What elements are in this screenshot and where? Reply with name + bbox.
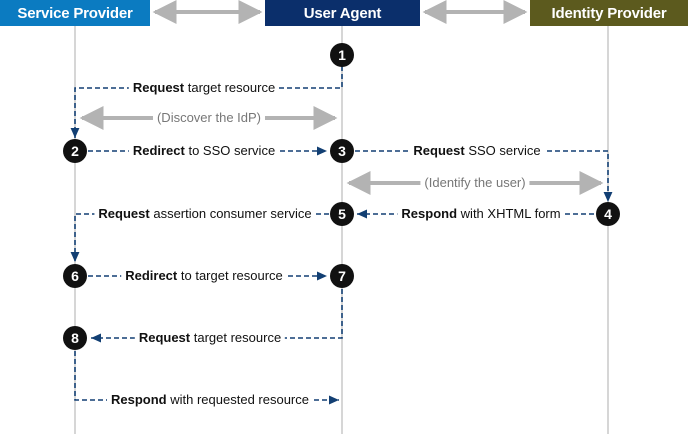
step-number-8: 8 — [71, 330, 79, 346]
message-text: with XHTML form — [460, 206, 561, 221]
message-text: target resource — [193, 330, 282, 345]
message-label-1: Request target resource — [128, 80, 280, 96]
message-text: to target resource — [180, 268, 283, 283]
message-verb: Redirect — [125, 268, 178, 283]
actor-user-agent: User Agent — [265, 0, 420, 26]
message-label-4: Respond with XHTML form — [397, 206, 565, 222]
step-badge-3: 3 — [330, 139, 354, 163]
step-badge-1: 1 — [330, 43, 354, 67]
step-number-1: 1 — [338, 47, 346, 63]
message-label-8: Respond with requested resource — [107, 392, 313, 408]
message-text: assertion consumer service — [153, 206, 312, 221]
step-badge-8: 8 — [63, 326, 87, 350]
message-verb: Request — [413, 143, 465, 158]
message-verb: Request — [98, 206, 150, 221]
message-text: target resource — [187, 80, 276, 95]
message-verb: Respond — [401, 206, 458, 221]
step-badge-2: 2 — [63, 139, 87, 163]
message-verb: Respond — [111, 392, 167, 407]
step-badge-7: 7 — [330, 264, 354, 288]
message-arrow-1 — [70, 66, 343, 138]
step-badge-6: 6 — [63, 264, 87, 288]
step-badge-4: 4 — [596, 202, 620, 226]
actor-service-provider: Service Provider — [0, 0, 150, 26]
message-verb: Request — [138, 330, 191, 345]
step-number-7: 7 — [338, 268, 346, 284]
message-label-2: Redirect to SSO service — [128, 143, 280, 159]
message-label-7: Request target resource — [134, 330, 286, 346]
message-label-3: Request SSO service — [409, 143, 545, 159]
message-text: SSO service — [468, 143, 541, 158]
message-label-6: Redirect to target resource — [121, 268, 287, 284]
step-number-3: 3 — [338, 143, 346, 159]
step-number-5: 5 — [338, 206, 346, 222]
note-label-identify-user: (Identify the user) — [420, 175, 530, 191]
message-text: with requested resource — [170, 392, 309, 407]
step-number-2: 2 — [71, 143, 79, 159]
step-badge-5: 5 — [330, 202, 354, 226]
message-label-5: Request assertion consumer service — [94, 206, 316, 222]
actor-identity-provider: Identity Provider — [530, 0, 688, 26]
step-number-6: 6 — [71, 268, 79, 284]
step-number-4: 4 — [604, 206, 612, 222]
message-text: to SSO service — [188, 143, 276, 158]
note-label-discover-idp: (Discover the IdP) — [152, 110, 266, 126]
message-verb: Redirect — [132, 143, 185, 158]
message-verb: Request — [132, 80, 185, 95]
